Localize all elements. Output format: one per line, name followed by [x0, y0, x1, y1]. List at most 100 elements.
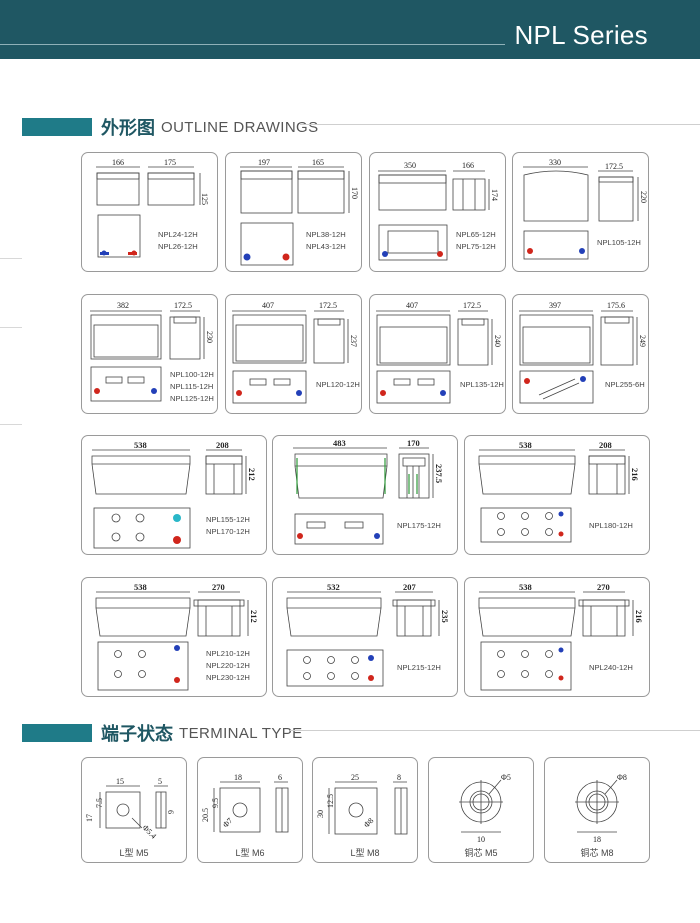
model-list: NPL24-12H NPL26-12H: [158, 229, 198, 253]
battery-card: 397 175.6 249 NPL255-6H: [512, 294, 649, 414]
outline-section-heading: 外形图 OUTLINE DRAWINGS: [0, 114, 319, 140]
dim-diameter: 10: [477, 835, 485, 844]
dim-width: 172.5: [174, 301, 192, 310]
dim-length: 382: [117, 301, 129, 310]
battery-drawing: 538 270 212: [95, 582, 259, 691]
terminal-title-cn: 端子状态: [101, 724, 173, 745]
terminal-drawing: 25 8 30 12.5 Φ8: [316, 773, 408, 835]
model-list: NPL105-12H: [597, 237, 641, 249]
battery-card: 538 270 216 NPL240-12H: [464, 577, 650, 697]
model-list: NPL38-12H NPL43-12H: [306, 229, 346, 253]
dim-height: 237: [349, 335, 358, 347]
dim-width: 270: [597, 582, 610, 592]
dim-width: 172.5: [319, 301, 337, 310]
dim-height: 235: [440, 610, 450, 623]
battery-card: 538 270 212 NPL210-12H NPL220-12H NPL230…: [81, 577, 267, 697]
battery-card: 407 172.5 237 NPL120-12H: [225, 294, 362, 414]
model-name: NPL65-12H: [456, 230, 496, 239]
model-list: NPL240-12H: [589, 662, 633, 674]
dim-width: 270: [212, 582, 225, 592]
dim-width: 165: [312, 158, 324, 167]
dim-width: 175: [164, 158, 176, 167]
model-name: NPL125-12H: [170, 394, 214, 403]
dim-hole-offset: 7.5: [95, 798, 104, 808]
dim-length: 166: [112, 158, 124, 167]
model-name: NPL100-12H: [170, 370, 214, 379]
model-list: NPL215-12H: [397, 662, 441, 674]
header-band: [0, 0, 700, 59]
dim-height: 212: [247, 468, 257, 481]
model-name: NPL43-12H: [306, 242, 346, 251]
dim-height: 249: [638, 335, 647, 347]
dim-length: 538: [134, 582, 147, 592]
model-list: NPL210-12H NPL220-12H NPL230-12H: [206, 648, 250, 684]
dim-width: 175.6: [607, 301, 625, 310]
dim-width: 15: [116, 777, 124, 786]
model-name: NPL155-12H: [206, 515, 250, 524]
battery-drawing: 166 175 125: [96, 158, 209, 258]
dim-width: 170: [407, 438, 420, 448]
dim-thickness: 8: [397, 773, 401, 782]
dim-side: 6: [166, 810, 175, 814]
model-name: NPL170-12H: [206, 527, 250, 536]
dim-length: 407: [262, 301, 274, 310]
dim-length: 538: [519, 582, 532, 592]
model-name: NPL26-12H: [158, 242, 198, 251]
model-name: NPL105-12H: [597, 238, 641, 247]
dim-width: 207: [403, 582, 417, 592]
dim-length: 330: [549, 158, 561, 167]
terminal-title-en: TERMINAL TYPE: [179, 724, 303, 742]
battery-card: 197 165 170 NPL38-12H NPL43-12H: [225, 152, 362, 272]
terminal-label: 铜芯 M8: [580, 848, 614, 858]
dim-hole: Φ5: [501, 773, 511, 782]
dim-height: 220: [639, 191, 648, 203]
dim-length: 483: [333, 438, 346, 448]
battery-card: 330 172.5 220 NPL105-12H: [512, 152, 649, 272]
dim-width: 208: [599, 440, 612, 450]
dim-length: 532: [327, 582, 340, 592]
terminal-label: L型 M8: [350, 848, 380, 858]
model-list: NPL135-12H: [460, 379, 504, 391]
model-name: NPL215-12H: [397, 663, 441, 672]
dim-height: 237.5: [434, 464, 444, 483]
dim-height: 170: [350, 187, 359, 199]
model-list: NPL65-12H NPL75-12H: [456, 229, 496, 253]
model-name: NPL240-12H: [589, 663, 633, 672]
dim-length: 197: [258, 158, 270, 167]
series-title: NPL Series: [514, 20, 648, 50]
terminal-drawing: 15 5 17 7.5 6 Φ5.4: [85, 777, 175, 841]
dim-hole-offset: 9.5: [211, 798, 220, 808]
battery-card: 407 172.5 240 NPL135-12H: [369, 294, 506, 414]
dim-width: 166: [462, 161, 474, 170]
model-name: NPL75-12H: [456, 242, 496, 251]
terminal-drawing: Φ5 10: [459, 773, 511, 844]
dim-height: 125: [200, 193, 209, 205]
battery-drawing: 197 165 170: [240, 158, 359, 266]
dim-height: 216: [634, 610, 644, 623]
battery-drawing: 538 208 212: [91, 440, 257, 549]
terminal-label: 铜芯 M5: [464, 848, 498, 858]
terminal-card: Φ5 10 铜芯 M5: [428, 757, 534, 863]
terminal-card: 15 5 17 7.5 6 Φ5.4 L型 M5: [81, 757, 187, 863]
model-name: NPL210-12H: [206, 649, 250, 658]
margin-tick: [0, 258, 22, 259]
dim-height: 230: [205, 331, 214, 343]
battery-drawing: 382 172.5 230: [90, 301, 214, 402]
dim-thickness: 6: [278, 773, 282, 782]
dim-width: 172.5: [605, 162, 623, 171]
model-list: NPL100-12H NPL115-12H NPL125-12H: [170, 369, 214, 405]
dim-width: 208: [216, 440, 229, 450]
dim-length: 350: [404, 161, 416, 170]
model-name: NPL120-12H: [316, 380, 360, 389]
terminal-card: Φ8 18 铜芯 M8: [544, 757, 650, 863]
section-rule: [300, 124, 700, 125]
dim-hole: Φ8: [362, 816, 375, 829]
model-name: NPL255-6H: [605, 380, 645, 389]
terminal-card: 25 8 30 12.5 Φ8 L型 M8: [312, 757, 418, 863]
battery-card: 538 208 216 NPL180-12H: [464, 435, 650, 555]
battery-drawing: 538 208 216: [478, 440, 640, 543]
dim-length: 397: [549, 301, 561, 310]
dim-height: 30: [316, 810, 325, 818]
battery-drawing: 532 207 235: [286, 582, 450, 687]
battery-drawing: 350 166 174: [378, 161, 499, 261]
